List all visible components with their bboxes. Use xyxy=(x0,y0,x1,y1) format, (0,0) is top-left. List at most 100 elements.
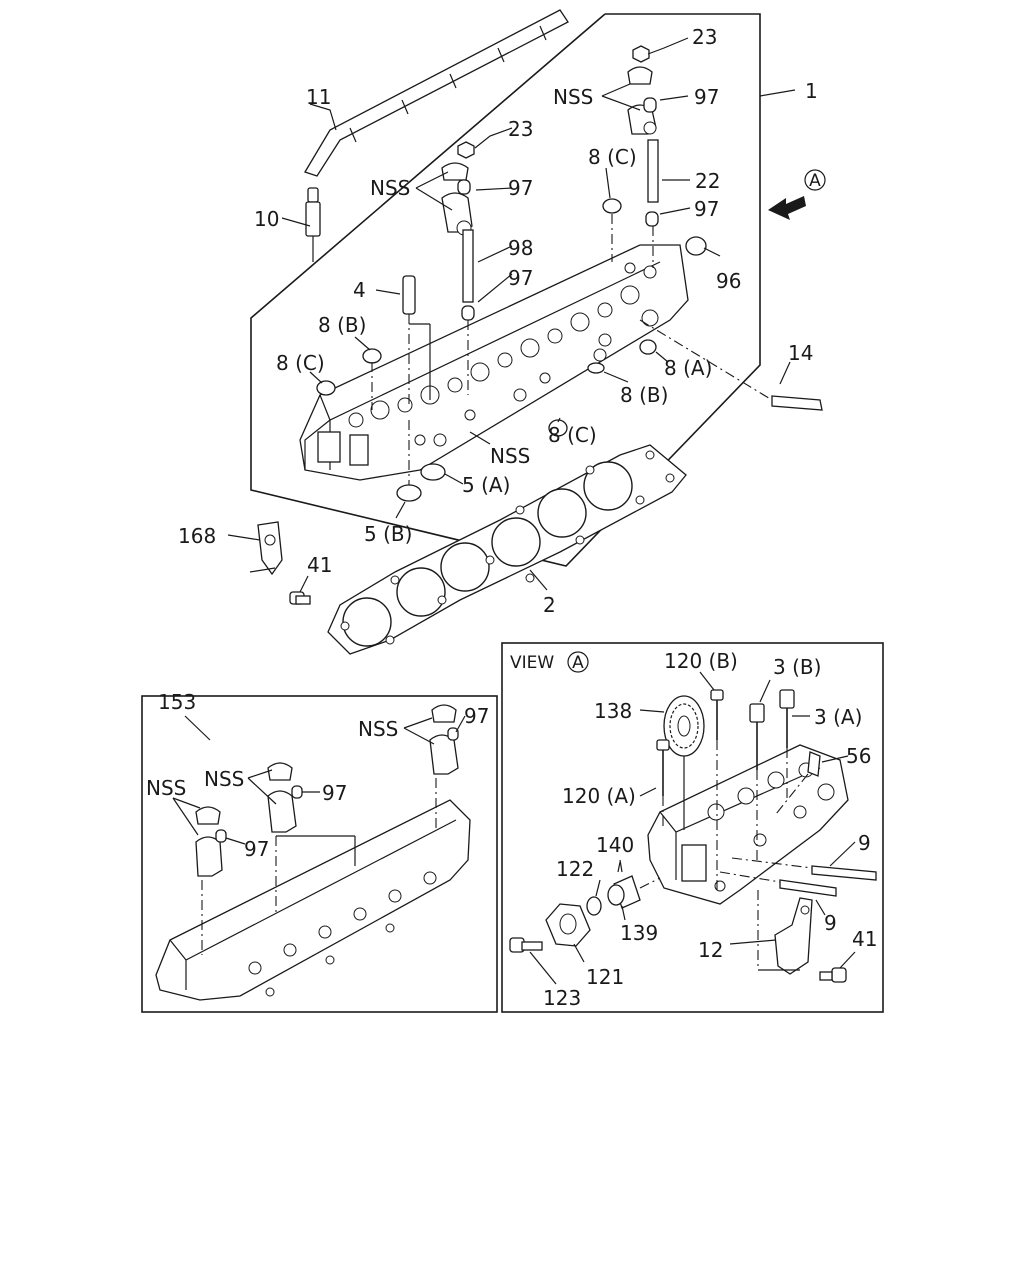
label-part-8b-1: 8 (B) xyxy=(318,313,366,337)
label-part-121: 121 xyxy=(586,965,624,989)
label-part-8a: 8 (A) xyxy=(664,356,712,380)
panel-view-a xyxy=(501,642,884,1013)
label-part-98: 98 xyxy=(508,236,533,260)
label-part-9-2: 9 xyxy=(824,911,837,935)
label-nss-5: NSS xyxy=(204,767,244,791)
label-part-138: 138 xyxy=(594,699,632,723)
label-part-97-3: 97 xyxy=(694,197,719,221)
label-part-97-1: 97 xyxy=(694,85,719,109)
part-153-head-casting xyxy=(155,799,471,1001)
label-part-9-1: 9 xyxy=(858,831,871,855)
seal-5b xyxy=(396,420,422,502)
view-a-head xyxy=(647,744,849,905)
label-part-8c-3: 8 (C) xyxy=(548,423,597,447)
plug-8b-top xyxy=(362,348,382,410)
part-122-oring xyxy=(586,896,602,916)
label-part-140: 140 xyxy=(596,833,634,857)
part-22-pushrod xyxy=(645,139,659,268)
part-138-gear xyxy=(663,695,705,830)
label-part-8c-2: 8 (C) xyxy=(588,145,637,169)
plug-8a xyxy=(639,339,657,355)
panel-153 xyxy=(141,695,498,1013)
label-part-5b: 5 (B) xyxy=(364,522,412,546)
label-part-5a: 5 (A) xyxy=(462,473,510,497)
part-96-plug xyxy=(685,236,707,256)
part-41-bolt-view xyxy=(819,967,847,983)
part-98-pushrod xyxy=(461,229,475,395)
label-part-97-6: 97 xyxy=(322,781,347,805)
label-part-120a: 120 (A) xyxy=(562,784,636,808)
part-2-head-gasket xyxy=(327,444,687,655)
part-4-valve-guide xyxy=(402,275,431,405)
label-part-97-2: 97 xyxy=(508,176,533,200)
view-a-panel-circle xyxy=(567,651,589,673)
label-part-97-4: 97 xyxy=(508,266,533,290)
plug-8c-right xyxy=(548,419,568,437)
rocker-group-153 xyxy=(195,704,459,955)
label-part-23-2: 23 xyxy=(508,117,533,141)
part-10-glow-plug xyxy=(305,187,321,262)
label-part-11: 11 xyxy=(306,85,331,109)
part-56-plug xyxy=(775,751,821,815)
part-41-bolt-top xyxy=(289,591,311,605)
label-part-23-1: 23 xyxy=(692,25,717,49)
label-nss-2: NSS xyxy=(370,176,410,200)
label-part-2: 2 xyxy=(543,593,556,617)
part-3b-bolt xyxy=(749,703,765,860)
label-nss-4: NSS xyxy=(358,717,398,741)
label-part-168: 168 xyxy=(178,524,216,548)
cylinder-head-body xyxy=(299,244,689,481)
label-part-139: 139 xyxy=(620,921,658,945)
leader-lines-153 xyxy=(172,715,466,845)
part-139-fitting xyxy=(607,875,661,909)
view-panel-letter: A xyxy=(572,653,584,673)
part-3a-bolt xyxy=(779,689,795,800)
label-nss-1: NSS xyxy=(553,85,593,109)
label-part-120b: 120 (B) xyxy=(664,649,738,673)
label-part-97-7: 97 xyxy=(244,837,269,861)
label-part-12: 12 xyxy=(698,938,723,962)
label-part-4: 4 xyxy=(353,278,366,302)
leader-153 xyxy=(184,715,211,741)
part-121-flange xyxy=(545,903,591,947)
label-part-123: 123 xyxy=(543,986,581,1010)
label-part-3b: 3 (B) xyxy=(773,655,821,679)
label-part-14: 14 xyxy=(788,341,813,365)
plug-8c-top xyxy=(602,198,622,262)
label-part-96: 96 xyxy=(716,269,741,293)
view-a-arrow: A xyxy=(768,169,826,220)
leader-lines-top xyxy=(227,37,796,593)
label-nss-3: NSS xyxy=(490,444,530,468)
seal-5a xyxy=(420,463,446,481)
label-part-22: 22 xyxy=(695,169,720,193)
label-part-10: 10 xyxy=(254,207,279,231)
view-panel-title: VIEW xyxy=(510,653,554,673)
label-part-122: 122 xyxy=(556,857,594,881)
label-part-3a: 3 (A) xyxy=(814,705,862,729)
part-9-studs xyxy=(719,857,877,897)
label-part-1: 1 xyxy=(805,79,818,103)
rocker-assembly-mid xyxy=(441,141,475,236)
label-part-41-2: 41 xyxy=(852,927,877,951)
part-168-bracket xyxy=(249,521,283,576)
part-11-strip xyxy=(304,9,569,177)
part-120b-bolt xyxy=(710,689,724,890)
plug-8c-left xyxy=(316,380,336,396)
part-120a-bolt xyxy=(656,739,670,830)
part-12-bracket xyxy=(757,890,813,975)
part-140-pin xyxy=(619,859,623,873)
label-part-8c-1: 8 (C) xyxy=(276,351,325,375)
assembly-1-outline xyxy=(250,13,761,567)
part-123-bolt xyxy=(509,937,543,953)
label-part-97-5: 97 xyxy=(464,704,489,728)
rocker-assembly-top xyxy=(627,45,657,135)
label-nss-6: NSS xyxy=(146,776,186,800)
part-14-stud xyxy=(639,319,823,411)
leader-lines-view-a xyxy=(529,671,856,985)
label-part-41-1: 41 xyxy=(307,553,332,577)
label-part-8b-2: 8 (B) xyxy=(620,383,668,407)
label-part-56: 56 xyxy=(846,744,871,768)
view-a-arrow-letter: A xyxy=(809,171,821,191)
